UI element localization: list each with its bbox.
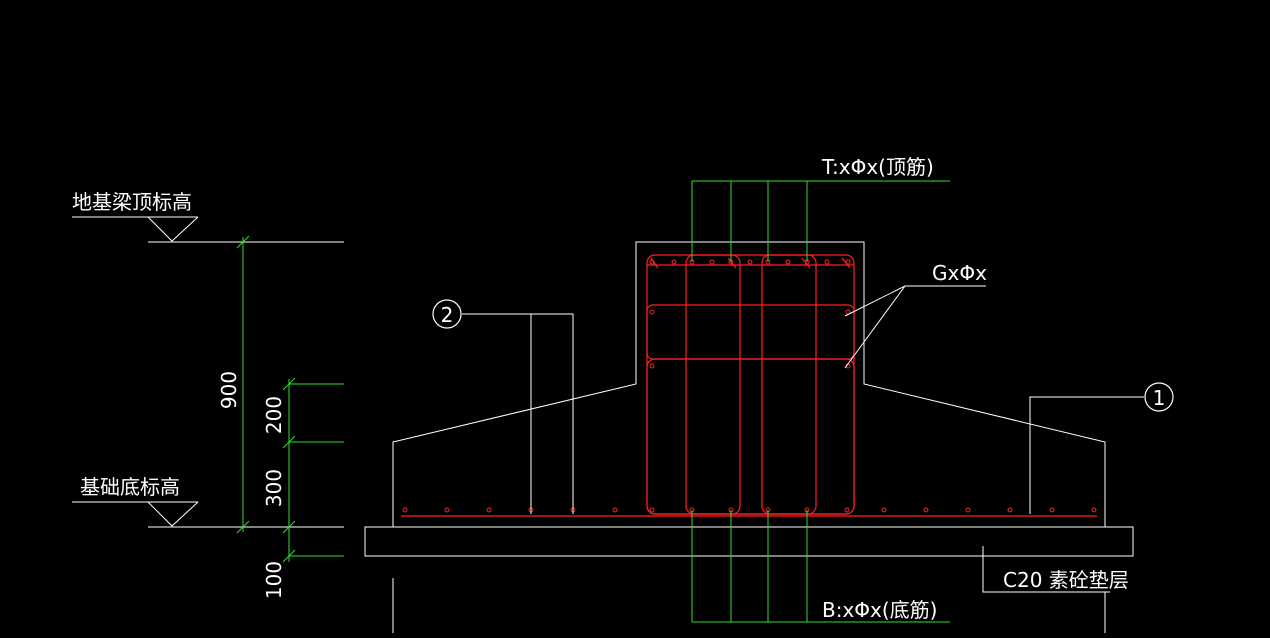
dimension-middle: 300 xyxy=(262,469,286,507)
bottom-rebar-label: B:xΦx(底筋) xyxy=(822,598,937,622)
callout-two-number: 2 xyxy=(441,303,454,327)
dimension-total: 900 xyxy=(217,371,241,409)
dimension-cushion: 100 xyxy=(262,561,286,599)
top-rebar-label: T:xΦx(顶筋) xyxy=(821,155,934,179)
dimension-upper: 200 xyxy=(262,396,286,434)
beam-top-elevation-marker: 地基梁顶标高 xyxy=(72,190,344,243)
base-bottom-elevation-marker: 基础底标高 xyxy=(72,475,344,528)
rebar-dots xyxy=(402,259,1097,513)
callout-two: 2 xyxy=(432,299,574,514)
top-rebar-leaders xyxy=(691,180,950,262)
stirrup-leader xyxy=(844,285,986,369)
cushion-label: C20 素砼垫层 xyxy=(1003,568,1129,592)
foundation-outline xyxy=(364,241,1134,633)
dimension-lines xyxy=(236,235,344,563)
bottom-rebar-leaders xyxy=(691,510,950,623)
beam-top-elevation-label: 地基梁顶标高 xyxy=(72,190,192,214)
rebar-cage xyxy=(401,254,1097,517)
callout-one: 1 xyxy=(1029,382,1174,514)
base-bottom-elevation-label: 基础底标高 xyxy=(80,475,180,499)
callout-one-number: 1 xyxy=(1153,386,1166,410)
stirrup-label: GxΦx xyxy=(932,261,987,285)
